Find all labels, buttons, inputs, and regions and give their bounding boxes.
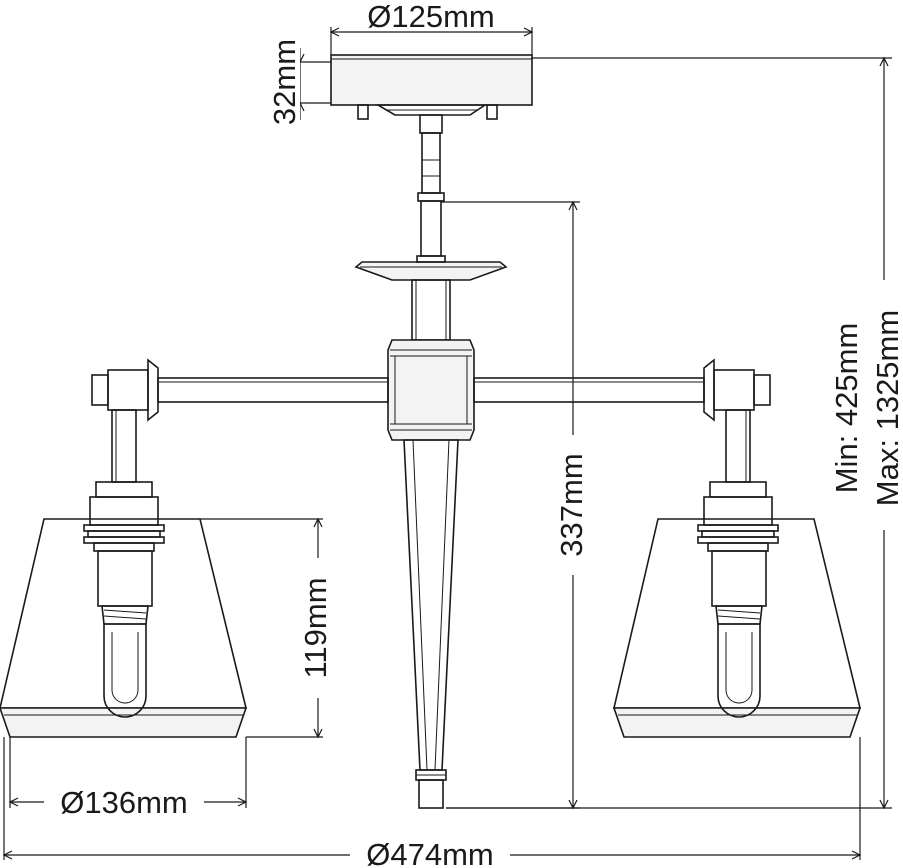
right-lamp bbox=[612, 358, 862, 738]
ceiling-canopy bbox=[330, 54, 533, 120]
drop-length-label: 337mm bbox=[554, 453, 589, 556]
height-min-label: Min: 425mm bbox=[829, 323, 864, 494]
canopy-height-label: 32mm bbox=[267, 39, 302, 125]
overall-width-label: Ø474mm bbox=[366, 837, 493, 868]
height-max-label: Max: 1325mm bbox=[870, 310, 903, 506]
central-hub bbox=[387, 339, 475, 809]
shade-height-dimension bbox=[200, 517, 323, 739]
canopy-diameter-dimension bbox=[329, 27, 534, 55]
left-lamp bbox=[0, 358, 248, 738]
shade-height-label: 119mm bbox=[298, 577, 333, 678]
suspension-rod bbox=[354, 114, 508, 341]
overall-height-dimension bbox=[446, 56, 892, 810]
shade-diameter-label: Ø136mm bbox=[60, 785, 187, 820]
canopy-diameter-label: Ø125mm bbox=[367, 0, 494, 34]
